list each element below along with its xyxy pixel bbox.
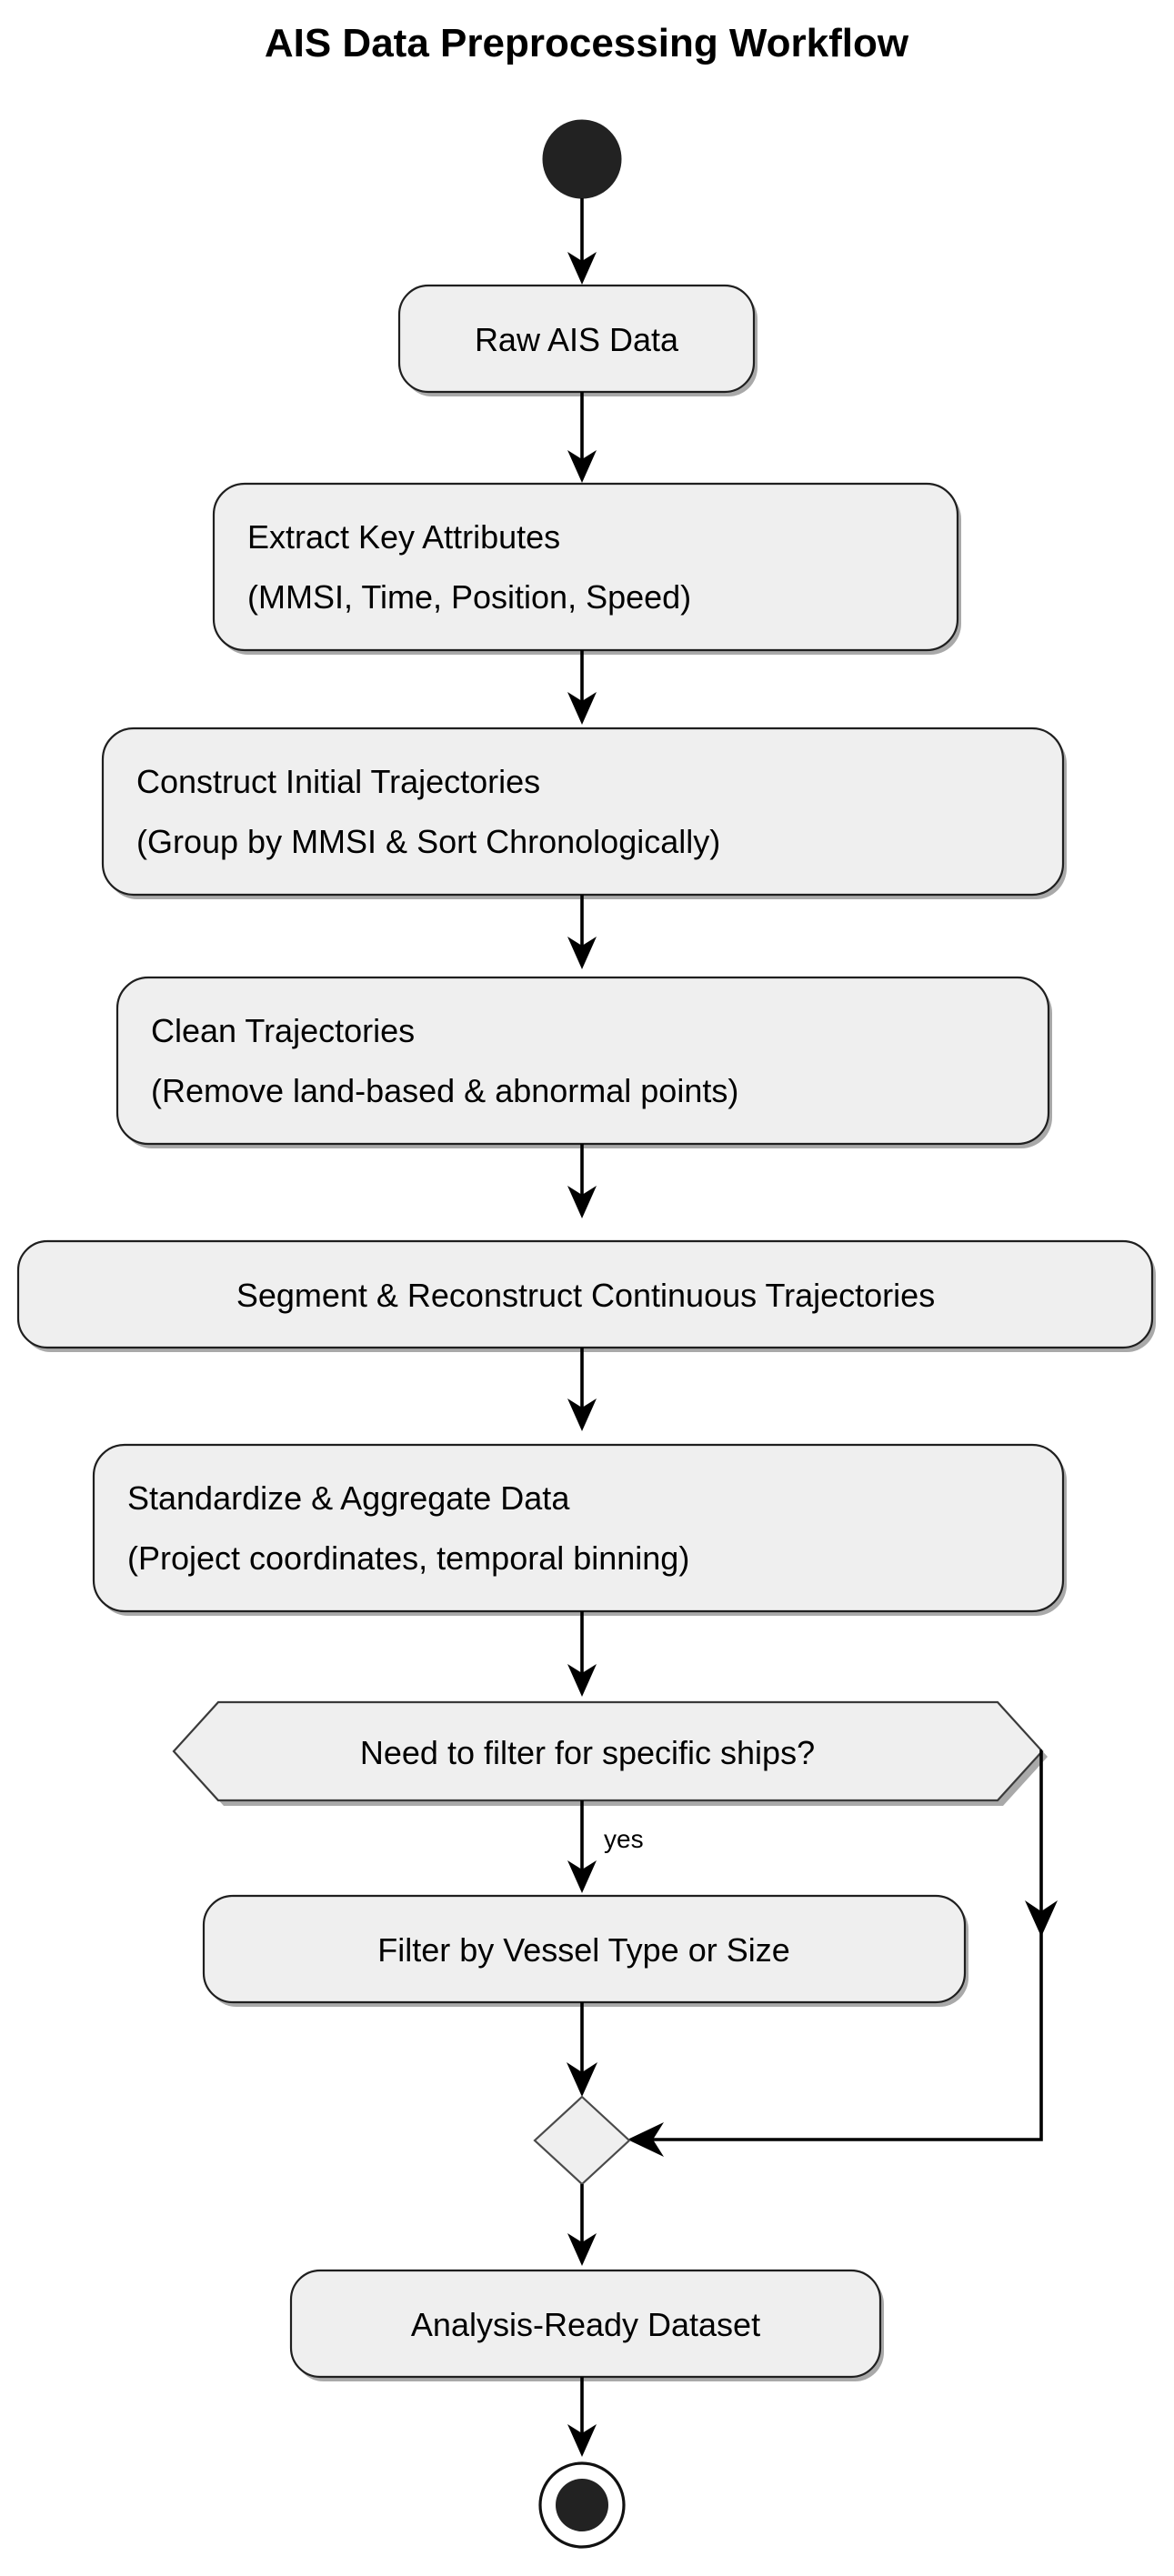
node-label-extract-line2: (MMSI, Time, Position, Speed) (247, 578, 691, 616)
end-node (538, 2461, 626, 2549)
node-extract-key-attributes[interactable]: Extract Key Attributes (MMSI, Time, Posi… (212, 482, 961, 655)
edge-extract-to-construct (567, 650, 597, 725)
edge-decision-to-filter: yes (567, 1800, 644, 1893)
node-label-standardize-line1: Standardize & Aggregate Data (127, 1479, 570, 1517)
node-label-clean-line1: Clean Trajectories (151, 1012, 415, 1049)
node-analysis-ready-dataset[interactable]: Analysis-Ready Dataset (289, 2269, 884, 2381)
node-label-construct-line2: (Group by MMSI & Sort Chronologically) (136, 823, 720, 860)
node-construct-initial-trajectories[interactable]: Construct Initial Trajectories (Group by… (101, 727, 1067, 899)
edge-label-yes: yes (604, 1825, 644, 1853)
edge-filter-to-merge (567, 2002, 597, 2097)
node-label-filter: Filter by Vessel Type or Size (377, 1931, 790, 1969)
edge-standardize-to-decision (567, 1611, 597, 1697)
node-label-result: Analysis-Ready Dataset (411, 2306, 760, 2343)
edge-merge-to-result (567, 2184, 597, 2266)
node-label-extract-line1: Extract Key Attributes (247, 518, 560, 556)
edge-decision-branch-no (627, 1749, 1058, 2157)
node-clean-trajectories[interactable]: Clean Trajectories (Remove land-based & … (115, 976, 1052, 1148)
node-label-raw: Raw AIS Data (475, 321, 679, 358)
edge-start-to-raw (567, 198, 597, 285)
edge-clean-to-segment (567, 1144, 597, 1218)
node-filter-vessel-type-or-size[interactable]: Filter by Vessel Type or Size (202, 1894, 968, 2007)
edge-segment-to-standardize (567, 1348, 597, 1431)
edge-raw-to-extract (567, 392, 597, 483)
node-label-construct-line1: Construct Initial Trajectories (136, 763, 540, 800)
node-label-standardize-line2: (Project coordinates, temporal binning) (127, 1539, 689, 1577)
diagram-title: AIS Data Preprocessing Workflow (265, 21, 909, 65)
node-label-clean-line2: (Remove land-based & abnormal points) (151, 1072, 738, 1109)
node-decision-filter-ships[interactable]: Need to filter for specific ships? (172, 1700, 1048, 1806)
node-label-decision: Need to filter for specific ships? (360, 1734, 815, 1771)
edge-construct-to-clean (567, 895, 597, 969)
node-raw-ais-data[interactable]: Raw AIS Data (397, 284, 758, 396)
node-merge-diamond (533, 2095, 631, 2186)
node-label-segment: Segment & Reconstruct Continuous Traject… (236, 1277, 935, 1314)
edge-result-to-end (567, 2377, 597, 2457)
node-segment-reconstruct[interactable]: Segment & Reconstruct Continuous Traject… (16, 1239, 1156, 1352)
node-standardize-aggregate[interactable]: Standardize & Aggregate Data (Project co… (92, 1443, 1067, 1616)
start-node (542, 119, 622, 199)
